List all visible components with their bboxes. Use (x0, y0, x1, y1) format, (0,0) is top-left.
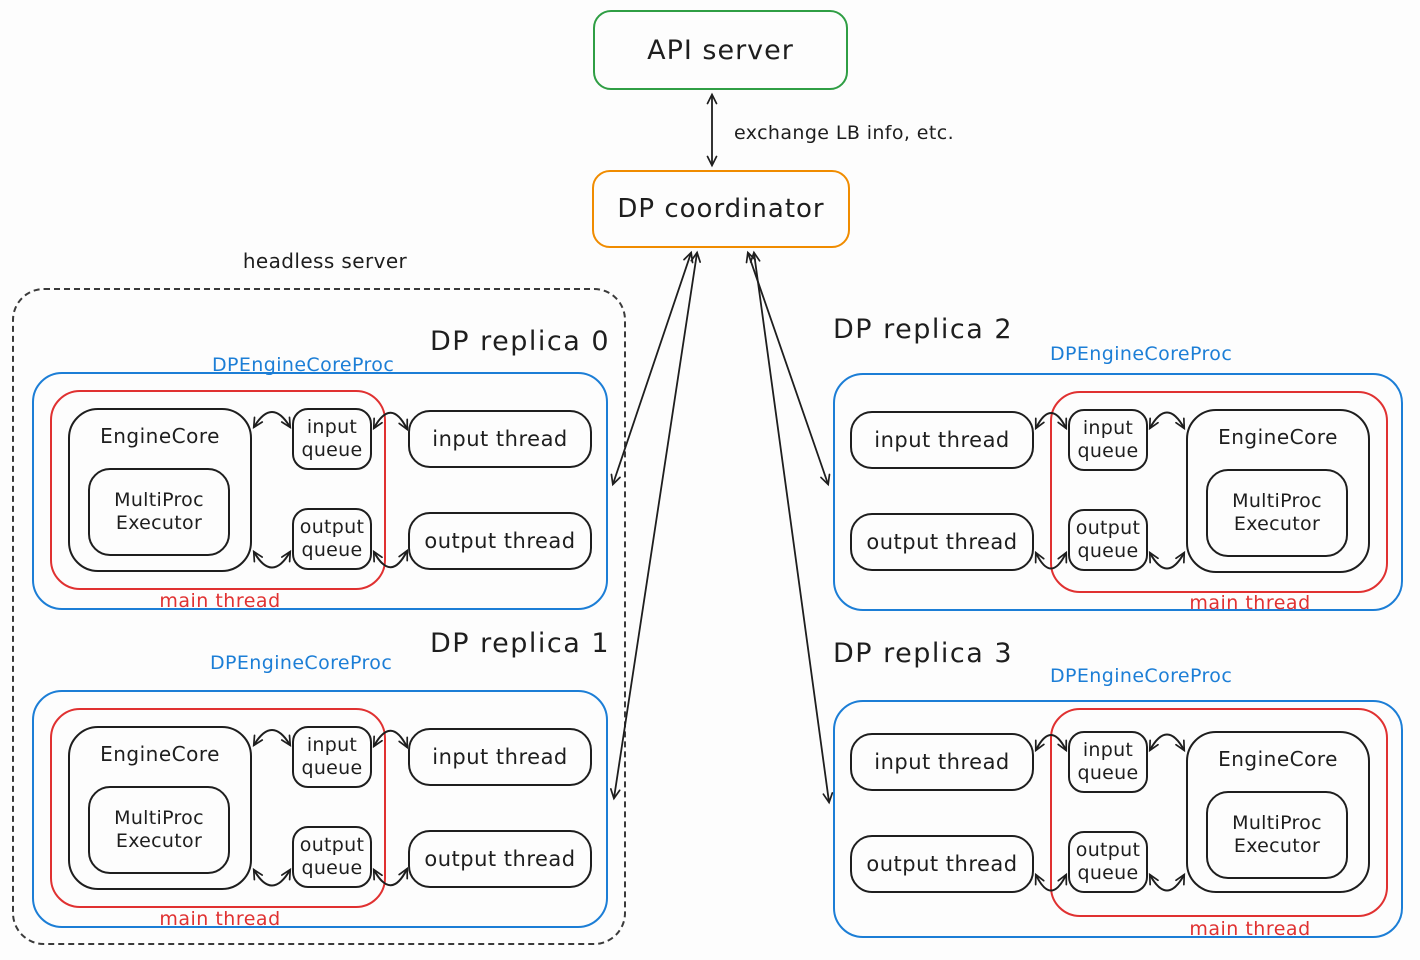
replica-0-title: DP replica 0 (430, 326, 611, 357)
api-server-node: API server (593, 10, 848, 90)
replica-1-proc-label: DPEngineCoreProc (210, 652, 393, 674)
replica-2-multiproc-executor-label: MultiProc Executor (1232, 489, 1322, 535)
replica-0-main-thread-label: main thread (159, 590, 281, 612)
headless-server-label: headless server (242, 249, 408, 273)
replica-1-input-thread-box: input thread (408, 728, 592, 786)
replica-3-input-queue-box: input queue (1068, 731, 1148, 793)
replica-3-main-thread-box (1050, 708, 1388, 917)
replica-1-multiproc-executor-label: MultiProc Executor (114, 806, 204, 852)
replica-1-engine-core-label: EngineCore (100, 742, 220, 766)
replica-1-output-queue-label: output queue (299, 833, 365, 879)
arrow-coordinator-replica-3 (749, 250, 834, 805)
replica-0-output-queue-box: output queue (292, 508, 372, 570)
replica-2-input-thread-label: input thread (874, 428, 1010, 452)
replica-0-main-thread-box (50, 390, 386, 590)
replica-2-output-queue-box: output queue (1068, 509, 1148, 571)
replica-3-output-queue-box: output queue (1068, 831, 1148, 893)
replica-2-main-thread-box (1050, 391, 1388, 593)
replica-2-output-queue-label: output queue (1075, 516, 1141, 562)
replica-2-multiproc-executor-box: MultiProc Executor (1206, 469, 1348, 557)
replica-1-main-thread-box (50, 708, 386, 908)
replica-1-output-thread-label: output thread (424, 847, 576, 871)
replica-0-input-thread-label: input thread (432, 427, 568, 451)
replica-3-multiproc-executor-box: MultiProc Executor (1206, 791, 1348, 879)
replica-3-proc-box (833, 700, 1403, 938)
replica-3-input-thread-box: input thread (850, 733, 1034, 791)
replica-1-title: DP replica 1 (430, 628, 611, 659)
replica-2-input-queue-label: input queue (1077, 416, 1139, 462)
replica-2-proc-label: DPEngineCoreProc (1050, 343, 1233, 365)
replica-3-output-thread-label: output thread (866, 852, 1018, 876)
replica-0-engine-core-box: EngineCore (68, 408, 252, 572)
replica-3-input-thread-label: input thread (874, 750, 1010, 774)
replica-3-multiproc-executor-label: MultiProc Executor (1232, 811, 1322, 857)
replica-1-input-queue-box: input queue (292, 726, 372, 788)
exchange-info-label: exchange LB info, etc. (734, 122, 955, 144)
replica-1-main-thread-label: main thread (159, 908, 281, 930)
replica-2-title: DP replica 2 (833, 314, 1014, 345)
replica-0-input-thread-box: input thread (408, 410, 592, 468)
replica-0-multiproc-executor-box: MultiProc Executor (88, 468, 230, 556)
replica-1-output-thread-box: output thread (408, 830, 592, 888)
replica-1-output-queue-box: output queue (292, 826, 372, 888)
replica-2-output-thread-label: output thread (866, 530, 1018, 554)
replica-2-input-thread-box: input thread (850, 411, 1034, 469)
api-server-label: API server (647, 34, 794, 66)
replica-1-proc-box (32, 690, 608, 928)
replica-0-multiproc-executor-label: MultiProc Executor (114, 488, 204, 534)
replica-0-input-queue-box: input queue (292, 408, 372, 470)
replica-0-proc-box (32, 372, 608, 610)
arrow-coordinator-replica-1 (609, 250, 702, 801)
replica-3-proc-label: DPEngineCoreProc (1050, 665, 1233, 687)
replica-3-output-queue-label: output queue (1075, 838, 1141, 884)
replica-2-proc-box (833, 373, 1403, 611)
replica-2-input-queue-box: input queue (1068, 409, 1148, 471)
replica-1-engine-core-box: EngineCore (68, 726, 252, 890)
replica-3-output-thread-box: output thread (850, 835, 1034, 893)
replica-0-output-thread-box: output thread (408, 512, 592, 570)
replica-2-output-thread-box: output thread (850, 513, 1034, 571)
replica-0-engine-core-label: EngineCore (100, 424, 220, 448)
replica-3-engine-core-box: EngineCore (1186, 731, 1370, 893)
replica-0-output-queue-label: output queue (299, 515, 365, 561)
replica-2-engine-core-box: EngineCore (1186, 409, 1370, 573)
replica-0-input-queue-label: input queue (301, 415, 363, 461)
dp-coordinator-label: DP coordinator (617, 194, 825, 224)
replica-2-main-thread-label: main thread (1189, 592, 1311, 614)
replica-3-main-thread-label: main thread (1189, 918, 1311, 940)
replica-3-title: DP replica 3 (833, 638, 1014, 669)
replica-3-input-queue-label: input queue (1077, 738, 1139, 784)
replica-0-proc-label: DPEngineCoreProc (212, 354, 395, 376)
replica-1-input-thread-label: input thread (432, 745, 568, 769)
replica-0-output-thread-label: output thread (424, 529, 576, 553)
arrow-coordinator-replica-2 (745, 250, 831, 487)
replica-3-engine-core-label: EngineCore (1218, 747, 1338, 771)
replica-1-input-queue-label: input queue (301, 733, 363, 779)
replica-1-multiproc-executor-box: MultiProc Executor (88, 786, 230, 874)
dp-coordinator-node: DP coordinator (592, 170, 850, 248)
replica-2-engine-core-label: EngineCore (1218, 425, 1338, 449)
